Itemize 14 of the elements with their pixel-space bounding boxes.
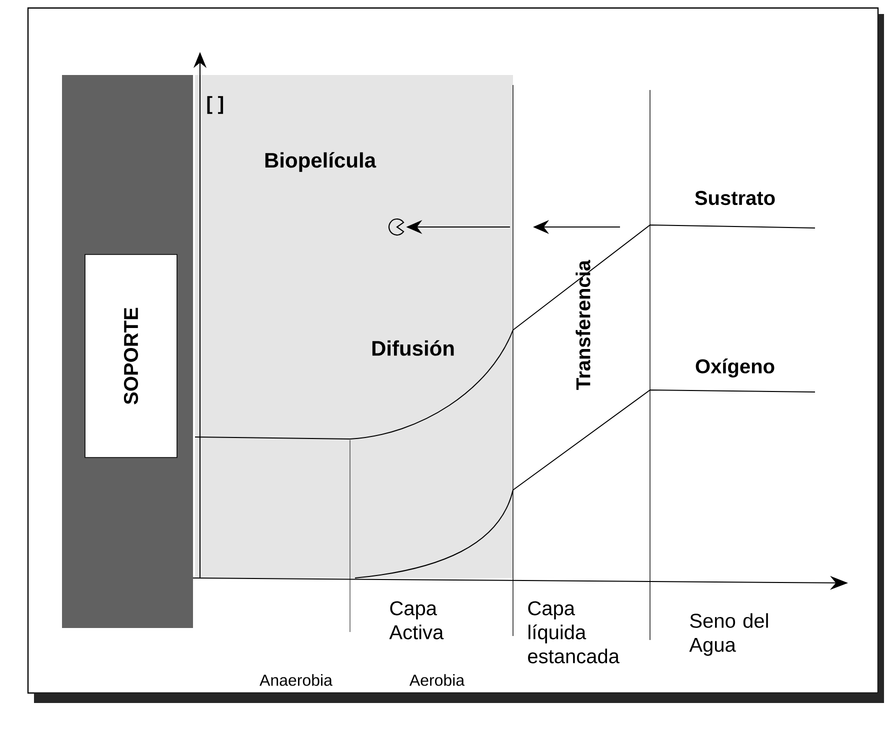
- region-label: Biopelícula: [265, 152, 376, 172]
- axis-label: [ ]: [207, 96, 224, 114]
- process-label: Difusión: [372, 340, 454, 356]
- zone-label: Seno del Agua: [689, 613, 768, 656]
- process-label: Transferencia: [576, 260, 590, 390]
- zone-label: Capa líquida estancada: [528, 601, 620, 664]
- curve-label: Sustrato: [695, 190, 775, 206]
- zone-sublabel: Anaerobia: [260, 674, 332, 686]
- zone-sublabel: Aerobia: [409, 674, 465, 686]
- zone-label: Capa Activa: [389, 601, 444, 640]
- support-box: [84, 254, 178, 458]
- cell-symbol: [388, 218, 404, 236]
- curve-label: Oxígeno: [696, 358, 774, 378]
- support-label: SOPORTE: [124, 308, 138, 404]
